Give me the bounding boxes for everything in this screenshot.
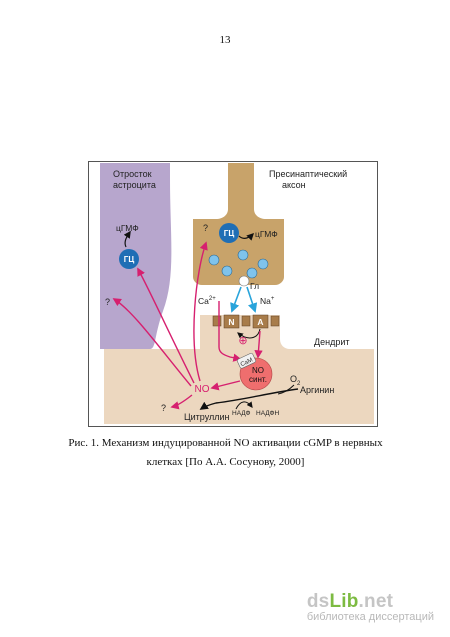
vesicle: [246, 267, 258, 279]
vesicle: [257, 258, 269, 270]
membrane-marker: [212, 315, 222, 327]
calcium-label: Ca2+: [198, 296, 216, 306]
presynaptic-label-line2: аксон: [282, 180, 306, 190]
release-vesicle: [238, 275, 250, 287]
axon-gc-arrow: [238, 232, 255, 241]
astrocyte-label-line1: Отросток: [113, 169, 152, 179]
synthase-to-no-arrow: [210, 380, 241, 391]
membrane-marker: [241, 315, 251, 327]
caption-line-2: клетках [По А.А. Сосунову, 2000]: [146, 456, 305, 468]
dslib-watermark: dsLib.net библиотека диссертаций: [307, 591, 434, 623]
calmodulin-badge: [236, 353, 256, 369]
no-to-astrocyte-arrow: [112, 298, 192, 387]
presynaptic-axon: [193, 163, 284, 285]
nmda-receptor-label: N: [228, 317, 234, 327]
no-label: NO: [195, 384, 210, 395]
astrocyte-gc-arrow: [123, 230, 131, 248]
nadph-arrow: [235, 401, 253, 410]
ampa-receptor-label: A: [257, 317, 263, 327]
no-to-axon-arrow: [193, 241, 208, 382]
astrocyte-label-line2: астроцита: [113, 180, 156, 190]
page-number: 13: [219, 34, 231, 46]
figure-caption: Рис. 1. Механизм индуцированной NO актив…: [58, 434, 393, 472]
astrocyte-question: ?: [105, 297, 110, 307]
no-question: ?: [161, 403, 166, 413]
membrane-marker: [270, 315, 280, 327]
axon-question: ?: [203, 223, 208, 233]
glutamate-arrow-right: [246, 286, 258, 313]
ampa-to-synthase-arrow: [254, 330, 263, 359]
dendrite-body: [104, 315, 374, 424]
vesicle: [221, 265, 233, 277]
ampa-receptor: [252, 314, 269, 329]
presynaptic-label-line1: Пресинаптический: [269, 169, 347, 179]
caption-line-1: Рис. 1. Механизм индуцированной NO актив…: [68, 437, 383, 449]
no-to-astrocyte-gc-arrow: [137, 267, 195, 384]
no-mechanism-figure: Отросток астроцита Пресинаптический аксо…: [88, 161, 378, 427]
watermark-brand: dsLib.net: [306, 591, 394, 612]
axon-gc-circle: [219, 223, 239, 243]
nadp-label: НАДФ: [232, 410, 251, 417]
calmodulin-label: CaM: [240, 357, 254, 368]
astrocyte-cgmp-label: цГМФ: [116, 223, 139, 233]
nmda-receptor: [223, 314, 240, 329]
vesicle: [237, 249, 249, 261]
no-to-question-arrow: [170, 394, 193, 410]
sodium-label: Na+: [260, 296, 275, 306]
no-synthase-label-line2: синт.: [249, 375, 267, 384]
axon-gc-label: ГЦ: [224, 229, 235, 238]
vesicle: [208, 254, 220, 266]
oxygen-label: O2: [290, 374, 301, 387]
depolarization-plus: ⊕: [238, 335, 247, 347]
watermark-subtitle: библиотека диссертаций: [306, 611, 434, 623]
astrocyte-gc-label: ГЦ: [124, 255, 135, 264]
glutamate-label: Гл: [250, 281, 259, 291]
arginine-label: Аргинин: [300, 385, 334, 395]
arginine-to-citrulline-arrow: [199, 388, 299, 410]
axon-cgmp-label: цГМФ: [255, 229, 278, 239]
no-synthase: [239, 357, 273, 391]
nadph-label: НАДФН: [256, 410, 279, 417]
depolarization-arrow: [237, 328, 261, 339]
citrulline-label: Цитруллин: [184, 412, 230, 422]
astrocyte-gc-circle: [119, 249, 139, 269]
calcium-to-synthase-arrow: [218, 301, 242, 362]
no-synthase-label-line1: NO: [252, 366, 264, 375]
glutamate-arrow-left: [230, 286, 242, 313]
dendrite-label: Дендрит: [314, 337, 349, 347]
oxygen-arrow: [277, 384, 295, 395]
